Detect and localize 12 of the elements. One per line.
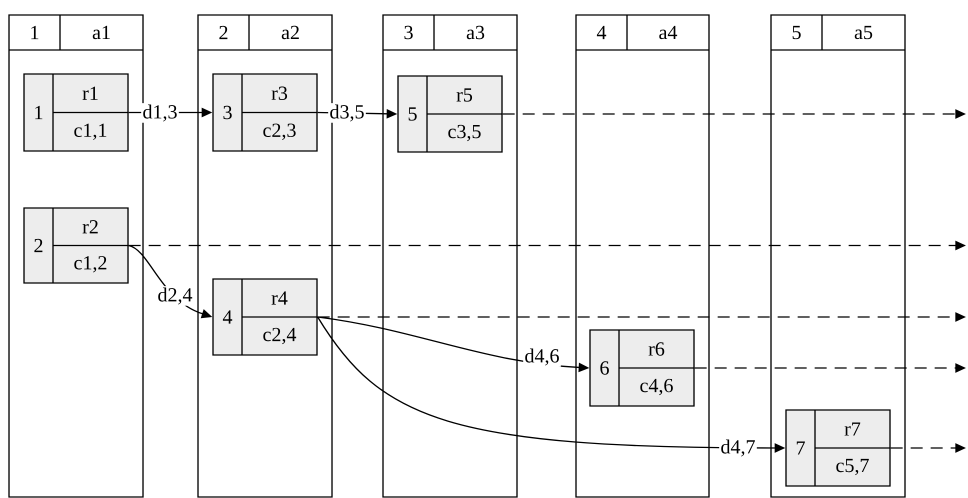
task-box: 7 r7 c5,7 xyxy=(785,409,891,487)
task-box: 6 r6 c4,6 xyxy=(589,329,695,407)
edge-label: d4,7 xyxy=(719,438,757,458)
task-box: 3 r3 c2,3 xyxy=(212,73,318,152)
task-box: 2 r2 c1,2 xyxy=(23,207,129,284)
edge-label: d4,6 xyxy=(523,347,561,367)
edge-label: d1,3 xyxy=(141,103,179,123)
task-box: 5 r5 c3,5 xyxy=(397,75,503,153)
task-box: 4 r4 c2,4 xyxy=(212,278,318,356)
edge-label: d2,4 xyxy=(156,286,194,306)
edge-label: d3,5 xyxy=(328,103,366,123)
task-box: 1 r1 c1,1 xyxy=(23,73,129,152)
